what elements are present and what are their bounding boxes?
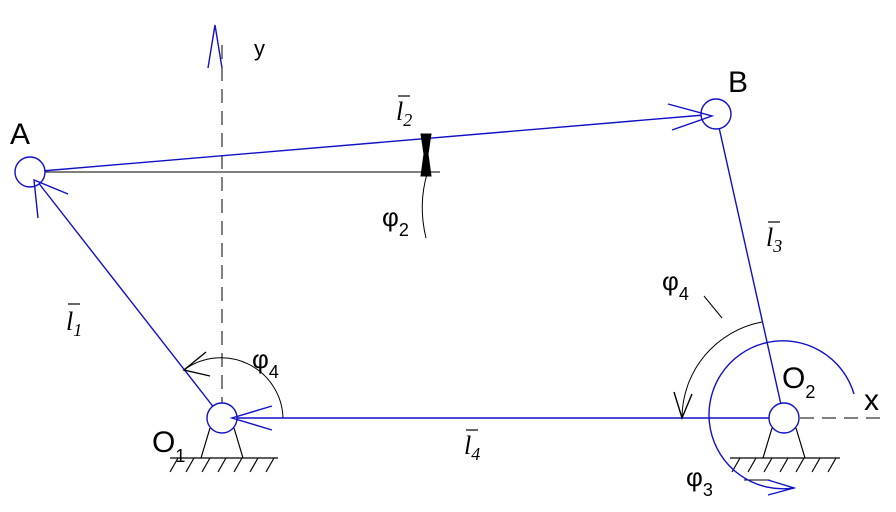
phi2-arc	[421, 173, 428, 239]
link-l1	[29, 171, 223, 419]
label-o1: O1	[152, 426, 185, 466]
svg-text:l2: l2	[396, 97, 412, 130]
label-l1: l1	[66, 303, 82, 340]
phi4-left-arrowhead	[182, 351, 211, 377]
joint-o1	[206, 402, 238, 434]
phi4-left-arc	[183, 357, 284, 419]
phi4-right-tick	[703, 295, 723, 319]
label-y-axis: y	[254, 36, 265, 61]
phi4-right-arc	[681, 321, 763, 419]
label-x-axis: x	[864, 384, 879, 417]
label-l2: l2	[396, 95, 412, 130]
joint-a	[14, 156, 46, 188]
label-phi4-right: φ4	[662, 266, 689, 304]
joint-b	[700, 98, 732, 130]
mechanism-links	[29, 113, 855, 490]
phi3-arc	[708, 340, 855, 490]
label-phi2: φ2	[382, 202, 409, 240]
label-b: B	[728, 66, 748, 99]
label-l4: l4	[464, 429, 480, 464]
link-l2	[29, 113, 717, 173]
construction-lines	[40, 45, 888, 481]
l2-arrowhead	[667, 103, 715, 131]
joint-o2	[768, 402, 800, 434]
ground-support-o2	[730, 427, 840, 473]
l1-arrowhead	[33, 178, 69, 219]
arrowheads	[33, 24, 797, 496]
phi3-arrowhead	[767, 479, 797, 496]
label-l3: l3	[766, 221, 782, 256]
y-axis-arrowhead	[207, 24, 223, 69]
svg-text:l3: l3	[766, 223, 782, 256]
phi2-marker	[420, 133, 432, 177]
joints	[14, 98, 800, 434]
svg-text:l1: l1	[66, 307, 82, 340]
label-o2: O2	[782, 362, 815, 402]
label-phi3: φ3	[686, 462, 713, 500]
l4-arrowhead	[229, 405, 273, 431]
label-a: A	[10, 118, 30, 151]
phi4-right-arrowhead	[673, 391, 693, 421]
link-l3	[715, 113, 785, 419]
ground-support-o1	[169, 427, 278, 473]
label-phi4-left: φ4	[252, 344, 279, 382]
svg-text:l4: l4	[464, 431, 480, 464]
